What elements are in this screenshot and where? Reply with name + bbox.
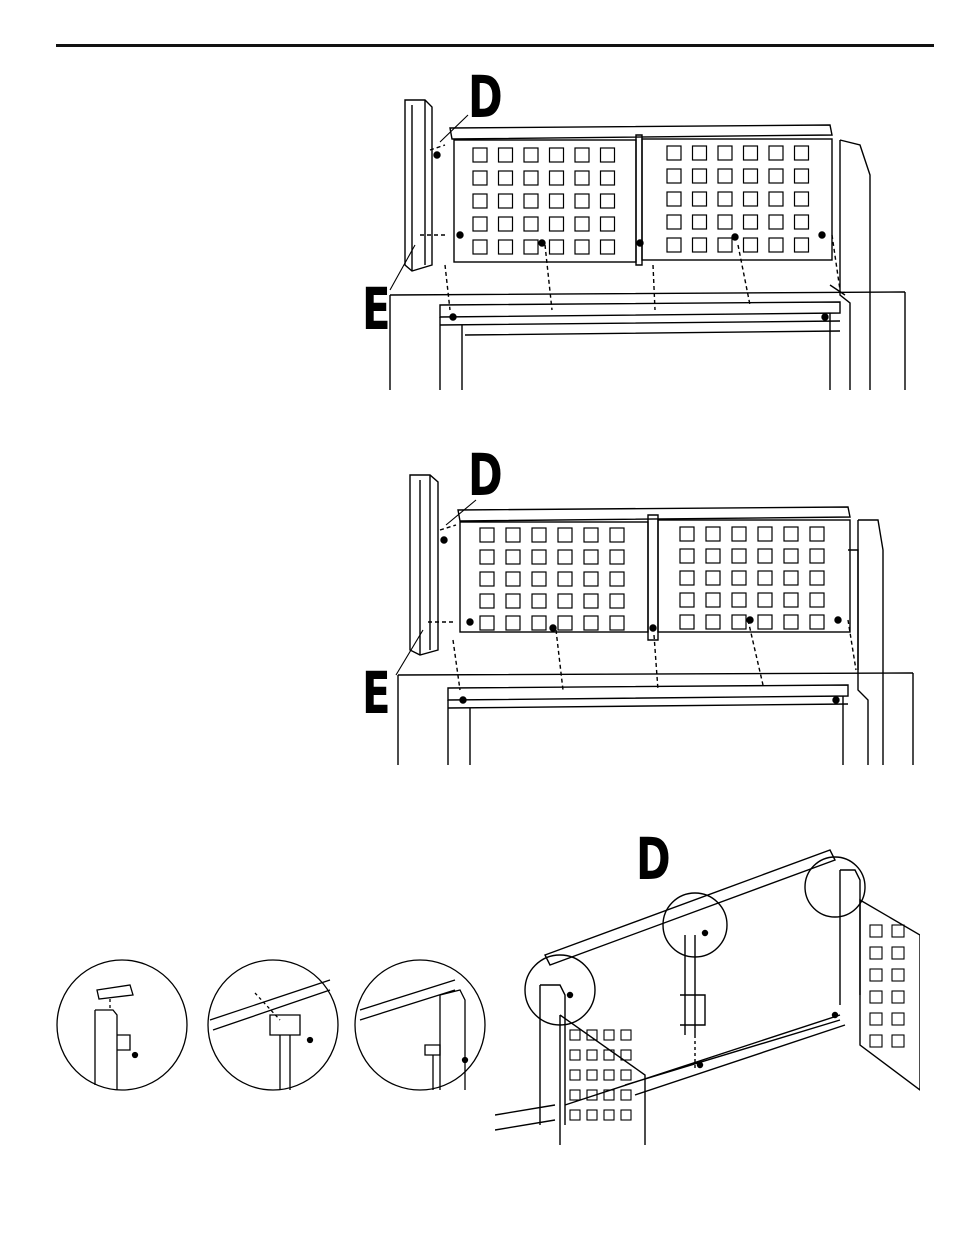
- callout-e-step-2: E: [362, 664, 391, 722]
- callout-e-step-1: E: [362, 280, 391, 338]
- figure-step-1: [370, 95, 910, 390]
- callout-d-step-3: D: [636, 830, 671, 888]
- callout-d-step-1: D: [468, 68, 503, 126]
- figure-step-2: [378, 470, 918, 765]
- header-rule: [56, 44, 934, 47]
- figure-step-3: [495, 845, 920, 1145]
- detail-circles: [55, 955, 495, 1095]
- callout-d-step-2: D: [468, 446, 503, 504]
